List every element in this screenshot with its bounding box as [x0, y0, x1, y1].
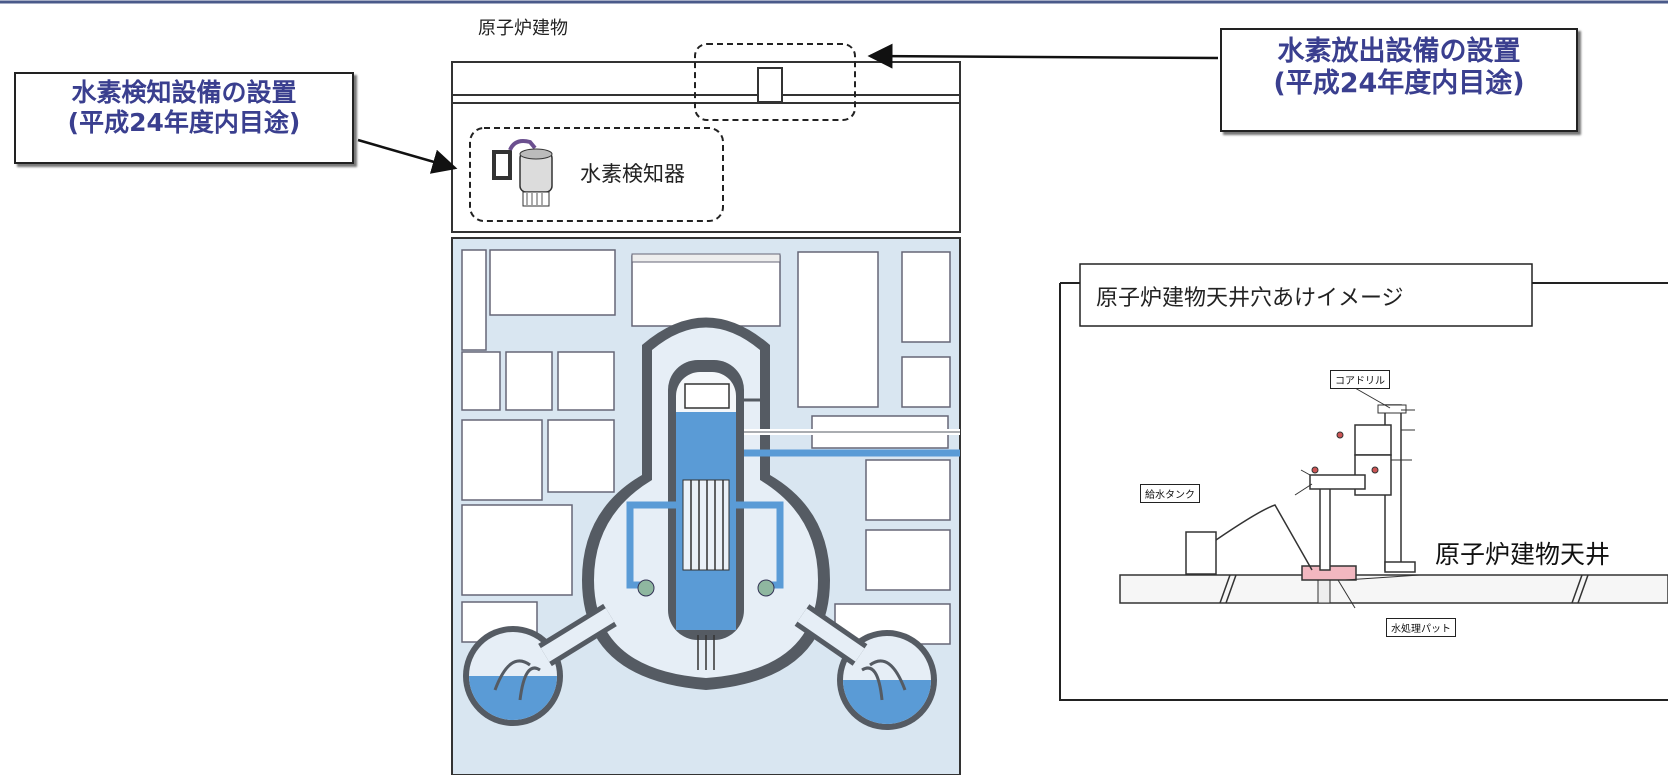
building-label: 原子炉建物	[478, 18, 568, 39]
hydrogen-vent-opening	[757, 67, 783, 103]
detector-highlight	[469, 127, 724, 222]
detection-callout: 水素検知設備の設置 (平成24年度内目途)	[14, 72, 354, 164]
inset-title: 原子炉建物天井穴あけイメージ	[1096, 286, 1404, 311]
release-callout-note: (平成24年度内目途)	[1273, 67, 1525, 99]
inset-core-drill-rig	[1294, 404, 1416, 573]
ceiling-label: 原子炉建物天井	[1435, 540, 1611, 569]
release-equipment-highlight	[694, 43, 856, 121]
inset-frame	[1059, 263, 1668, 701]
inset-water-tank	[1185, 531, 1217, 575]
water-tank-label: 給水タンク	[1140, 484, 1200, 503]
detection-callout-title: 水素検知設備の設置	[71, 78, 297, 107]
release-callout-title: 水素放出設備の設置	[1277, 36, 1521, 67]
core-drill-label: コアドリル	[1330, 370, 1390, 389]
suppression-chamber-left	[463, 626, 563, 726]
water-pad-label: 水処理パット	[1386, 618, 1456, 637]
release-callout: 水素放出設備の設置 (平成24年度内目途)	[1220, 28, 1578, 132]
reactor-building	[451, 61, 961, 775]
detection-callout-note: (平成24年度内目途)	[67, 107, 301, 137]
detection-arrow	[357, 138, 458, 174]
release-arrow	[867, 43, 1219, 69]
detector-label: 水素検知器	[580, 162, 685, 186]
left-rooms	[461, 249, 616, 643]
right-rooms	[797, 251, 951, 645]
suppression-chamber-right	[837, 630, 937, 730]
hydrogen-detector-icon	[492, 139, 553, 207]
